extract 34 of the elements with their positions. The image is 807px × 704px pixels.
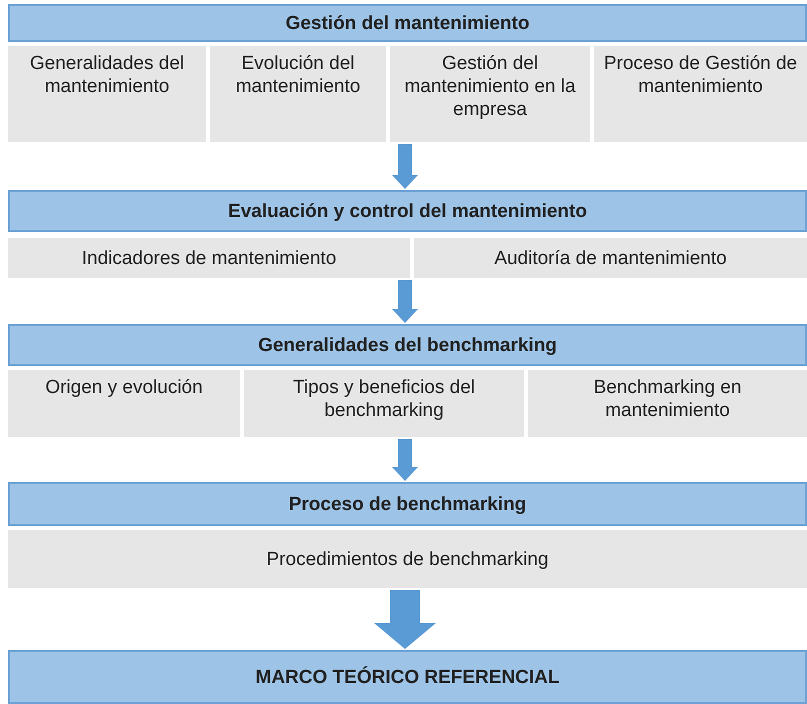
- topic-box: [414, 238, 807, 278]
- block-arrow: [392, 280, 418, 323]
- block-arrow: [392, 144, 418, 189]
- node-text: Benchmarking en mantenimiento: [592, 376, 742, 422]
- node-text: Generalidades del benchmarking: [258, 334, 557, 356]
- topic-box: [594, 46, 807, 142]
- header-band: [8, 4, 807, 42]
- topic-box: [8, 238, 410, 278]
- node-text: Gestión del mantenimiento: [286, 12, 530, 34]
- node-text: Origen y evolución: [45, 376, 203, 399]
- node-text: Auditoría de mantenimiento: [494, 246, 727, 270]
- node-text: Proceso de benchmarking: [288, 492, 526, 516]
- header-band: [8, 324, 807, 366]
- topic-box: [244, 370, 524, 437]
- topic-box: [210, 46, 386, 142]
- node-text: Evaluación y control del mantenimiento: [228, 200, 587, 222]
- block-arrow: [374, 590, 436, 649]
- topic-box: [390, 46, 590, 142]
- topic-box: [528, 370, 807, 437]
- node-text: Proceso de Gestión de mantenimiento: [602, 52, 798, 98]
- node-text: MARCO TEÓRICO REFERENCIAL: [256, 666, 560, 688]
- header-band: [8, 650, 807, 704]
- topic-box: [8, 46, 206, 142]
- header-band: [8, 482, 807, 526]
- node-text: Procedimientos de benchmarking: [266, 548, 548, 570]
- node-text: Evolución del mantenimiento: [234, 52, 362, 98]
- node-text: Tipos y beneficios del benchmarking: [292, 376, 476, 422]
- node-text: Gestión del mantenimiento en la empresa: [403, 52, 577, 121]
- header-band: [8, 190, 807, 232]
- topic-box: [8, 530, 807, 588]
- node-text: Indicadores de mantenimiento: [82, 246, 336, 270]
- node-text: Generalidades del mantenimiento: [28, 52, 186, 98]
- topic-box: [8, 370, 240, 437]
- block-arrow: [392, 439, 418, 481]
